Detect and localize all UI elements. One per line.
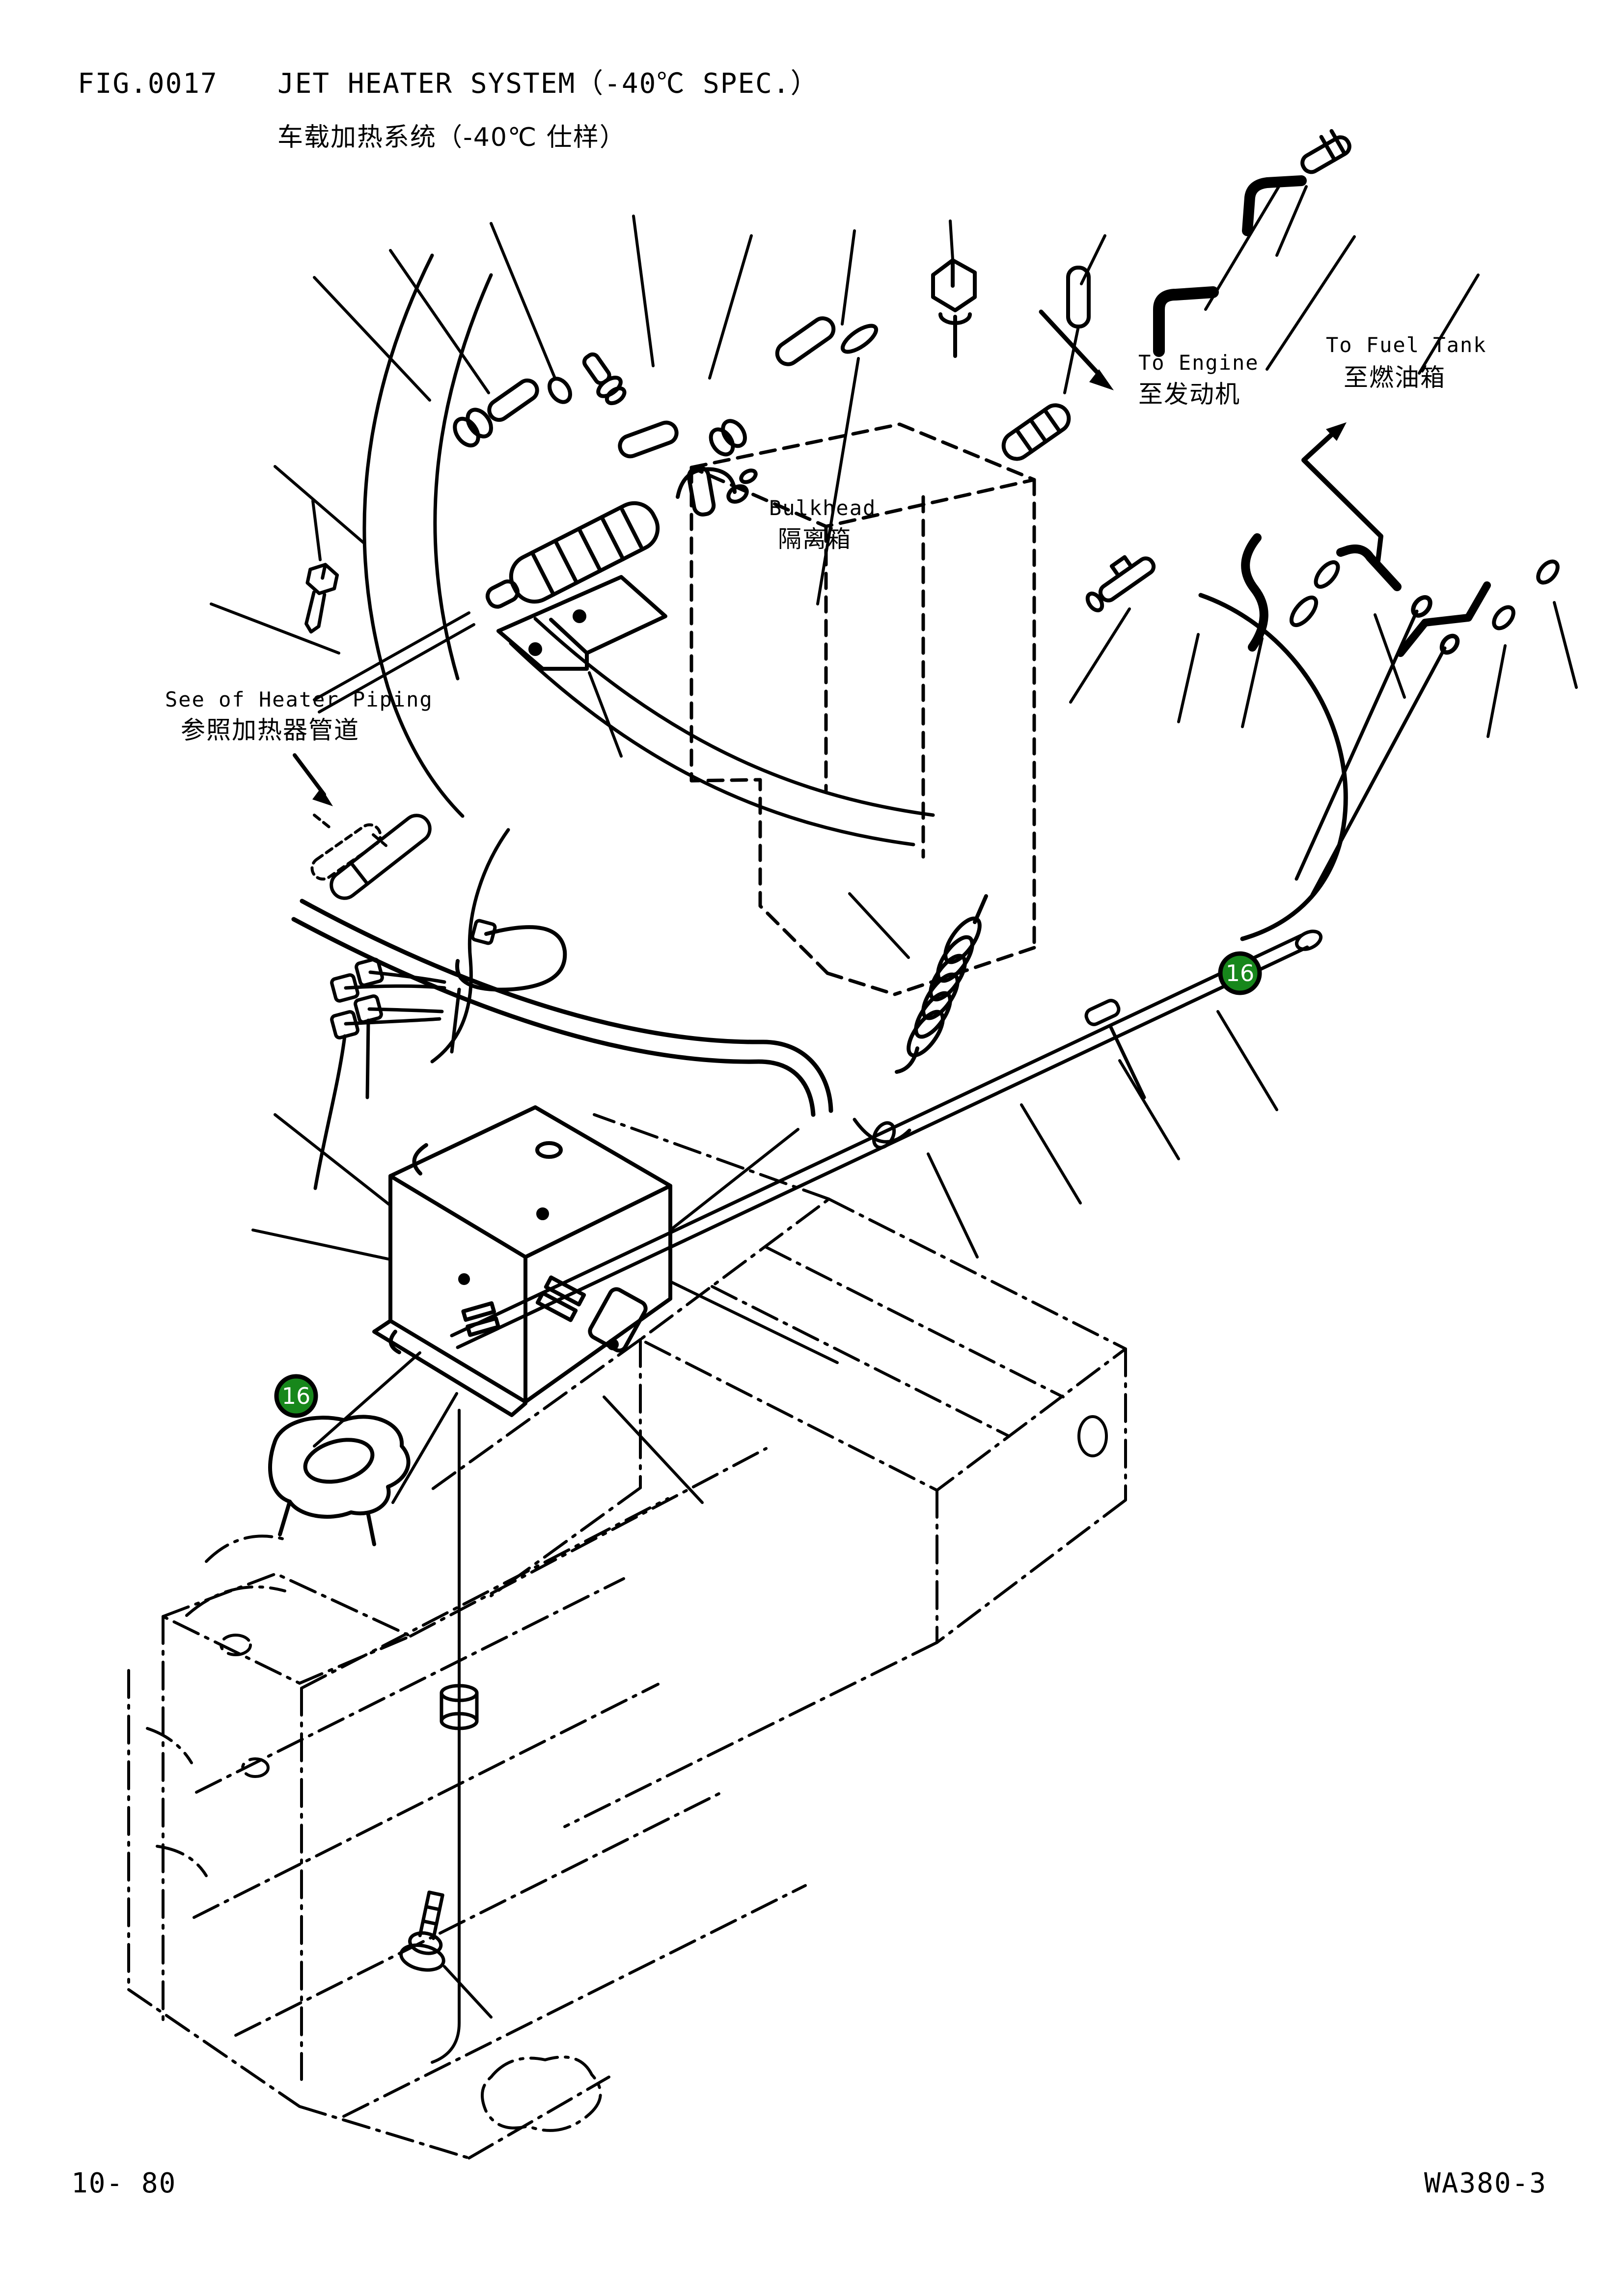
see-heater-arrow — [293, 753, 333, 806]
to-fuel-tank-arrow — [1301, 422, 1383, 563]
fuel-pump — [313, 465, 758, 713]
spacer-bushing — [440, 1684, 479, 1730]
callout-see-heater-piping-zh: 参照加热器管道 — [181, 716, 359, 744]
to-engine-arrow — [1039, 309, 1114, 390]
callout-bulkhead-zh: 隔离箱 — [778, 525, 852, 553]
wiring-harness — [291, 253, 935, 1190]
page-number: 10- 80 — [71, 2167, 177, 2199]
leader-lines — [210, 180, 1578, 1504]
callout-see-heater-piping-en: See of Heater Piping — [165, 687, 433, 711]
bulkhead-box — [689, 422, 1036, 996]
heater-unit — [372, 1105, 672, 1417]
fuel-pipe — [450, 930, 1323, 1349]
callout-to-fuel-tank-en: To Fuel Tank — [1326, 333, 1487, 357]
model-number: WA380-3 — [1424, 2167, 1547, 2199]
reference-fitting-dashed — [310, 814, 387, 881]
fittings-right-cluster — [1085, 533, 1560, 657]
fuel-return-line — [1198, 593, 1460, 941]
hex-bolt — [304, 563, 339, 634]
balloon-16-left: 16 — [274, 1374, 318, 1418]
vertical-leader-line — [431, 1409, 493, 2064]
callout-to-engine-zh: 至发动机 — [1138, 380, 1240, 409]
heater-mount-bracket — [268, 1415, 411, 1546]
chassis-frame — [127, 1113, 1127, 2160]
figure-title-en: JET HEATER SYSTEM（-40℃ SPEC.） — [277, 68, 819, 100]
coiled-hose — [895, 894, 988, 1074]
callout-to-engine-en: To Engine — [1138, 351, 1259, 375]
figure-title-zh: 车载加热系统（-40℃ 仕样） — [277, 123, 626, 152]
balloon-16-left-label: 16 — [282, 1383, 311, 1409]
balloon-16-right-label: 16 — [1226, 960, 1255, 986]
frame-hole — [1077, 1415, 1108, 1457]
figure-number: FIG.0017 — [78, 68, 218, 100]
balloon-16-right: 16 — [1218, 951, 1262, 995]
callout-bulkhead-en: Bulkhead — [769, 496, 877, 520]
callout-to-fuel-tank-zh: 至燃油箱 — [1344, 363, 1446, 392]
mount-bolt — [399, 1890, 445, 1972]
callout-arrows — [293, 309, 1383, 806]
